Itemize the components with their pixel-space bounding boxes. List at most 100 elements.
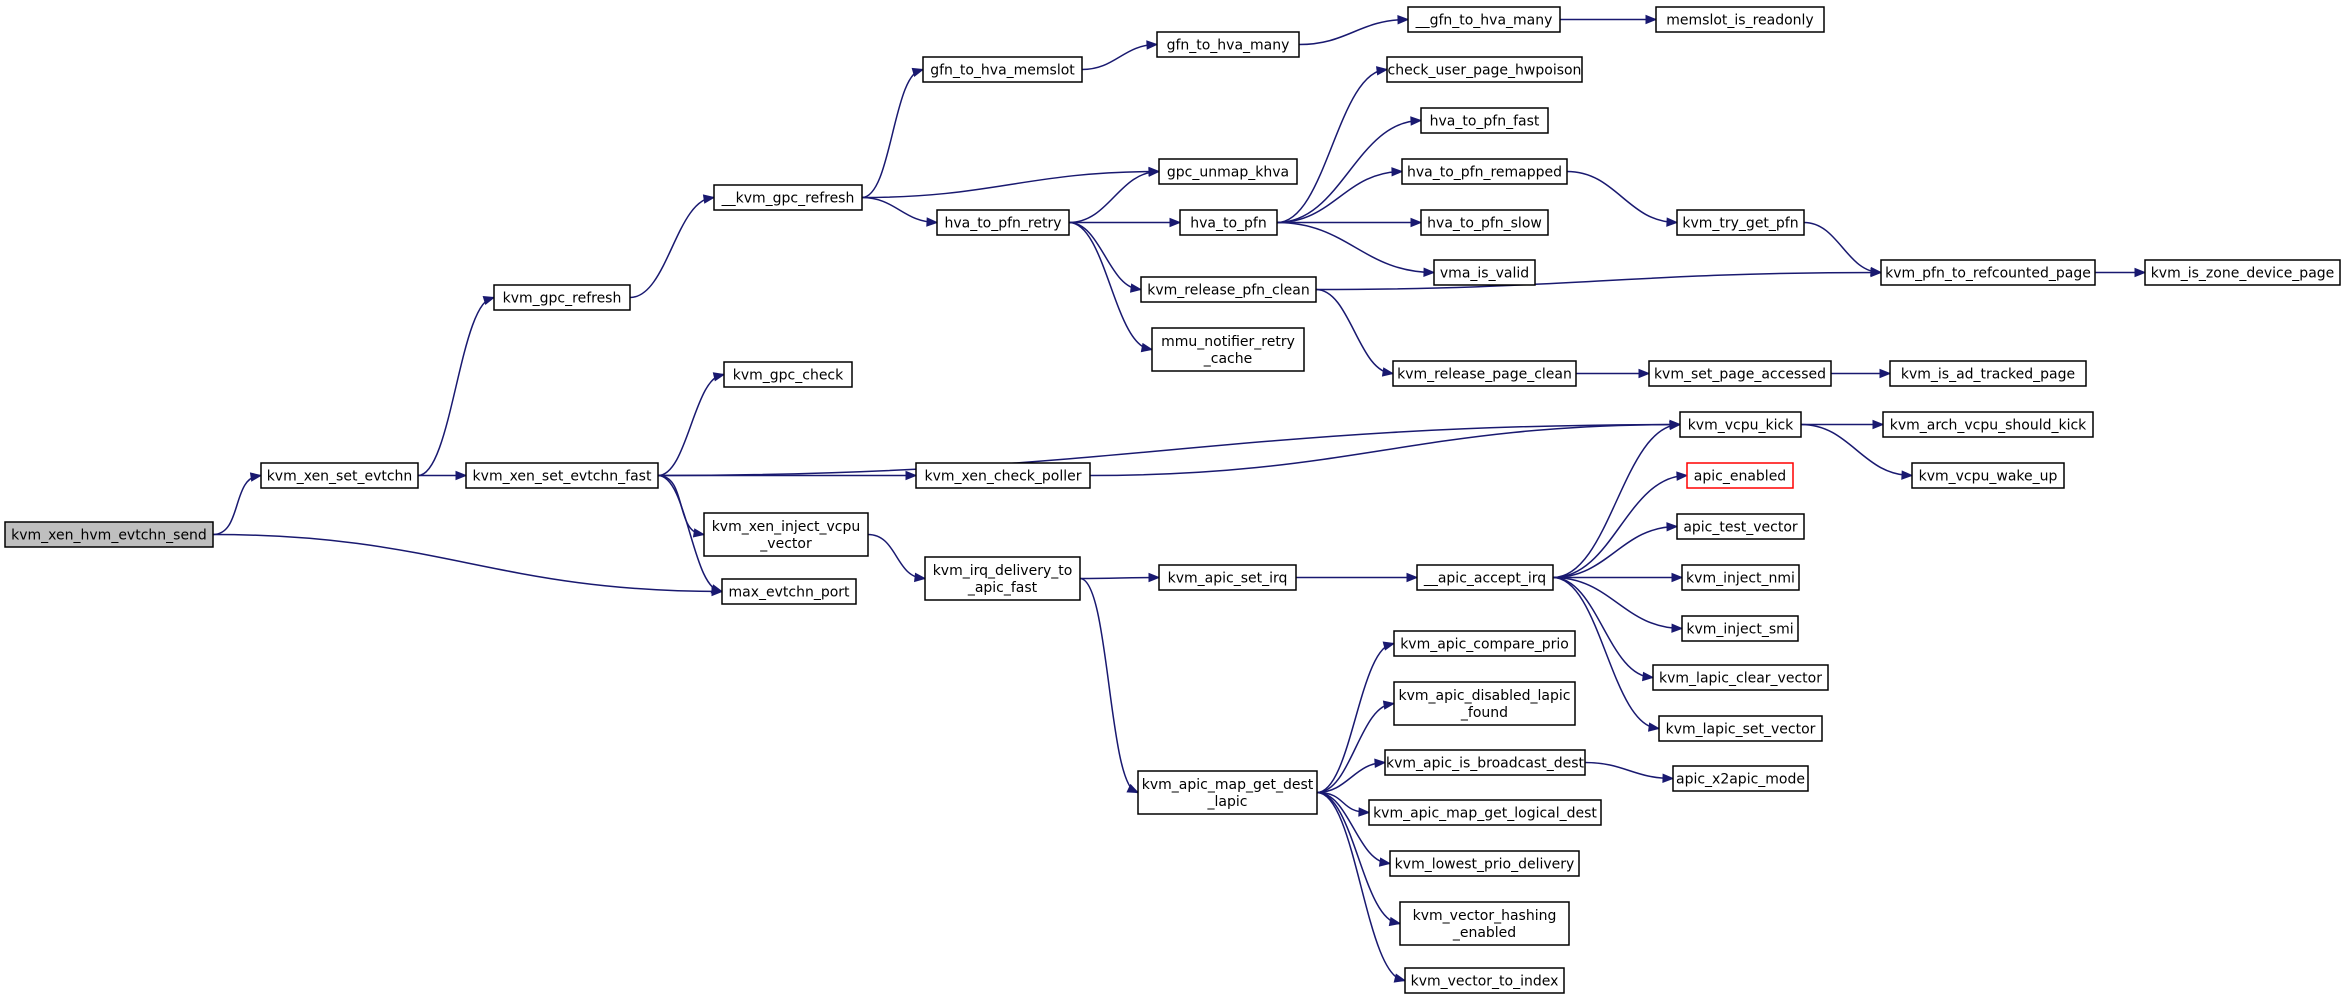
node-box xyxy=(1889,360,2087,387)
edge-hva_to_pfn-to-hva_to_pfn_slow xyxy=(1277,217,1423,228)
edge-arrowhead xyxy=(692,528,706,538)
node-kvm_is_zone_device_page[interactable]: kvm_is_zone_device_page xyxy=(2144,259,2341,286)
node-label: kvm_apic_map_get_dest xyxy=(1142,777,1314,793)
edge-arrowhead xyxy=(1642,671,1655,682)
node-kvm_vcpu_wake_up[interactable]: kvm_vcpu_wake_up xyxy=(1911,462,2065,489)
edge-__apic_accept_irq-to-apic_enabled xyxy=(1552,471,1689,579)
node-kvm_is_ad_tracked_page[interactable]: kvm_is_ad_tracked_page xyxy=(1889,360,2087,387)
node-hva_to_pfn_remapped[interactable]: hva_to_pfn_remapped xyxy=(1401,158,1568,185)
node-box xyxy=(1648,360,1832,387)
node-label: kvm_vcpu_kick xyxy=(1688,418,1794,434)
edge-line xyxy=(1068,170,1160,224)
node-label: __kvm_gpc_refresh xyxy=(721,191,855,207)
node-kvm_apic_is_broadcast_dest[interactable]: kvm_apic_is_broadcast_dest xyxy=(1384,749,1586,776)
node-kvm_inject_nmi[interactable]: kvm_inject_nmi xyxy=(1681,564,1800,591)
edge-arrowhead xyxy=(1648,722,1661,732)
node-hva_to_pfn_fast[interactable]: hva_to_pfn_fast xyxy=(1420,107,1549,134)
node-kvm_apic_compare_prio[interactable]: kvm_apic_compare_prio xyxy=(1393,630,1576,657)
node-box xyxy=(936,209,1070,236)
edge-line xyxy=(1276,221,1435,274)
node-kvm_inject_smi[interactable]: kvm_inject_smi xyxy=(1681,615,1799,642)
edge-arrowhead xyxy=(1662,773,1675,784)
node-label: gfn_to_hva_many xyxy=(1167,38,1290,54)
node-hva_to_pfn[interactable]: hva_to_pfn xyxy=(1179,209,1278,236)
node-kvm_apic_set_irq[interactable]: kvm_apic_set_irq xyxy=(1158,564,1297,591)
node-kvm_xen_inject_vcpu_vector[interactable]: kvm_xen_inject_vcpu_vector xyxy=(703,512,869,557)
node-label: hva_to_pfn_retry xyxy=(944,216,1061,232)
node-box xyxy=(493,284,631,311)
node-label: _lapic xyxy=(1207,794,1248,810)
node-label: kvm_inject_smi xyxy=(1686,622,1793,638)
node-label: apic_x2apic_mode xyxy=(1676,772,1805,788)
node-kvm_release_page_clean[interactable]: kvm_release_page_clean xyxy=(1392,360,1577,387)
node-kvm_xen_check_poller[interactable]: kvm_xen_check_poller xyxy=(915,462,1091,489)
edge-arrowhead xyxy=(1671,572,1684,583)
node-box xyxy=(260,462,419,489)
node-gfn_to_hva_many[interactable]: gfn_to_hva_many xyxy=(1156,31,1300,58)
node-kvm_xen_set_evtchn_fast[interactable]: kvm_xen_set_evtchn_fast xyxy=(465,462,659,489)
edge-arrowhead xyxy=(1130,283,1143,293)
node-kvm_apic_map_get_dest_lapic[interactable]: kvm_apic_map_get_dest_lapic xyxy=(1137,770,1318,815)
node-kvm_pfn_to_refcounted_page[interactable]: kvm_pfn_to_refcounted_page xyxy=(1880,259,2096,286)
node-__kvm_gpc_refresh[interactable]: __kvm_gpc_refresh xyxy=(713,184,863,211)
node-kvm_vcpu_kick[interactable]: kvm_vcpu_kick xyxy=(1679,411,1802,438)
edge-line xyxy=(212,474,262,536)
node-kvm_gpc_refresh[interactable]: kvm_gpc_refresh xyxy=(493,284,631,311)
node-kvm_lowest_prio_delivery[interactable]: kvm_lowest_prio_delivery xyxy=(1389,850,1580,877)
node-box xyxy=(1672,765,1809,792)
node-label: kvm_vcpu_wake_up xyxy=(1919,469,2058,485)
node-kvm_xen_hvm_evtchn_send[interactable]: kvm_xen_hvm_evtchn_send xyxy=(4,521,214,548)
node-kvm_arch_vcpu_should_kick[interactable]: kvm_arch_vcpu_should_kick xyxy=(1882,411,2094,438)
node-hva_to_pfn_slow[interactable]: hva_to_pfn_slow xyxy=(1420,209,1549,236)
node-kvm_try_get_pfn[interactable]: kvm_try_get_pfn xyxy=(1676,209,1805,236)
node-kvm_xen_set_evtchn[interactable]: kvm_xen_set_evtchn xyxy=(260,462,419,489)
node-kvm_vector_to_index[interactable]: kvm_vector_to_index xyxy=(1404,967,1565,994)
node-kvm_apic_disabled_lapic_found[interactable]: kvm_apic_disabled_lapic_found xyxy=(1393,681,1576,726)
edge-line xyxy=(657,474,723,593)
edge-kvm_set_page_accessed-to-kvm_is_ad_tracked_page xyxy=(1830,368,1892,379)
edge-kvm_gpc_refresh-to-__kvm_gpc_refresh xyxy=(629,194,716,299)
node-gpc_unmap_khva[interactable]: gpc_unmap_khva xyxy=(1158,158,1298,185)
node-kvm_gpc_check[interactable]: kvm_gpc_check xyxy=(723,361,853,388)
node-vma_is_valid[interactable]: vma_is_valid xyxy=(1433,259,1536,286)
node-check_user_page_hwpoison[interactable]: check_user_page_hwpoison xyxy=(1386,56,1583,83)
node-box xyxy=(1368,799,1602,826)
node-max_evtchn_port[interactable]: max_evtchn_port xyxy=(721,578,857,605)
node-mmu_notifier_retry_cache[interactable]: mmu_notifier_retry_cache xyxy=(1151,327,1305,372)
node-apic_test_vector[interactable]: apic_test_vector xyxy=(1676,513,1805,540)
node-kvm_lapic_set_vector[interactable]: kvm_lapic_set_vector xyxy=(1658,715,1823,742)
node-__apic_accept_irq[interactable]: __apic_accept_irq xyxy=(1416,564,1554,591)
edge-arrowhead xyxy=(1410,116,1423,126)
node-label: kvm_set_page_accessed xyxy=(1654,367,1826,383)
node-label: check_user_page_hwpoison xyxy=(1388,63,1582,79)
node-gfn_to_hva_memslot[interactable]: gfn_to_hva_memslot xyxy=(922,56,1083,83)
node-label: _found xyxy=(1460,705,1508,721)
edge-kvm_apic_set_irq-to-__apic_accept_irq xyxy=(1295,572,1419,583)
node-hva_to_pfn_retry[interactable]: hva_to_pfn_retry xyxy=(936,209,1070,236)
edge-arrowhead xyxy=(1391,167,1404,177)
node-apic_enabled[interactable]: apic_enabled xyxy=(1686,462,1794,489)
node-box xyxy=(1404,967,1565,994)
node-label: kvm_xen_hvm_evtchn_send xyxy=(11,528,207,544)
node-label: kvm_release_page_clean xyxy=(1397,367,1572,383)
edge-arrowhead xyxy=(1406,572,1419,583)
node-kvm_vector_hashing_enabled[interactable]: kvm_vector_hashing_enabled xyxy=(1399,901,1570,946)
edge-kvm_xen_set_evtchn_fast-to-kvm_gpc_check xyxy=(657,372,726,477)
node-memslot_is_readonly[interactable]: memslot_is_readonly xyxy=(1655,6,1825,33)
edge-__apic_accept_irq-to-kvm_inject_smi xyxy=(1552,576,1684,633)
node-__gfn_to_hva_many[interactable]: __gfn_to_hva_many xyxy=(1407,6,1561,33)
node-kvm_apic_map_get_logical_dest[interactable]: kvm_apic_map_get_logical_dest xyxy=(1368,799,1602,826)
node-kvm_irq_delivery_to_apic_fast[interactable]: kvm_irq_delivery_to_apic_fast xyxy=(924,556,1081,601)
edge-hva_to_pfn_retry-to-hva_to_pfn xyxy=(1069,217,1182,228)
node-label: gfn_to_hva_memslot xyxy=(930,63,1075,79)
node-kvm_set_page_accessed[interactable]: kvm_set_page_accessed xyxy=(1648,360,1832,387)
edge-hva_to_pfn_retry-to-kvm_release_pfn_clean xyxy=(1068,221,1143,293)
node-kvm_lapic_clear_vector[interactable]: kvm_lapic_clear_vector xyxy=(1652,664,1829,691)
edge-line xyxy=(1316,642,1395,794)
node-kvm_release_pfn_clean[interactable]: kvm_release_pfn_clean xyxy=(1140,276,1317,303)
node-apic_x2apic_mode[interactable]: apic_x2apic_mode xyxy=(1672,765,1809,792)
edge-hva_to_pfn-to-check_user_page_hwpoison xyxy=(1276,66,1389,224)
node-box xyxy=(713,184,863,211)
edge-__kvm_gpc_refresh-to-hva_to_pfn_retry xyxy=(861,196,939,227)
edge-arrowhead xyxy=(249,472,263,482)
